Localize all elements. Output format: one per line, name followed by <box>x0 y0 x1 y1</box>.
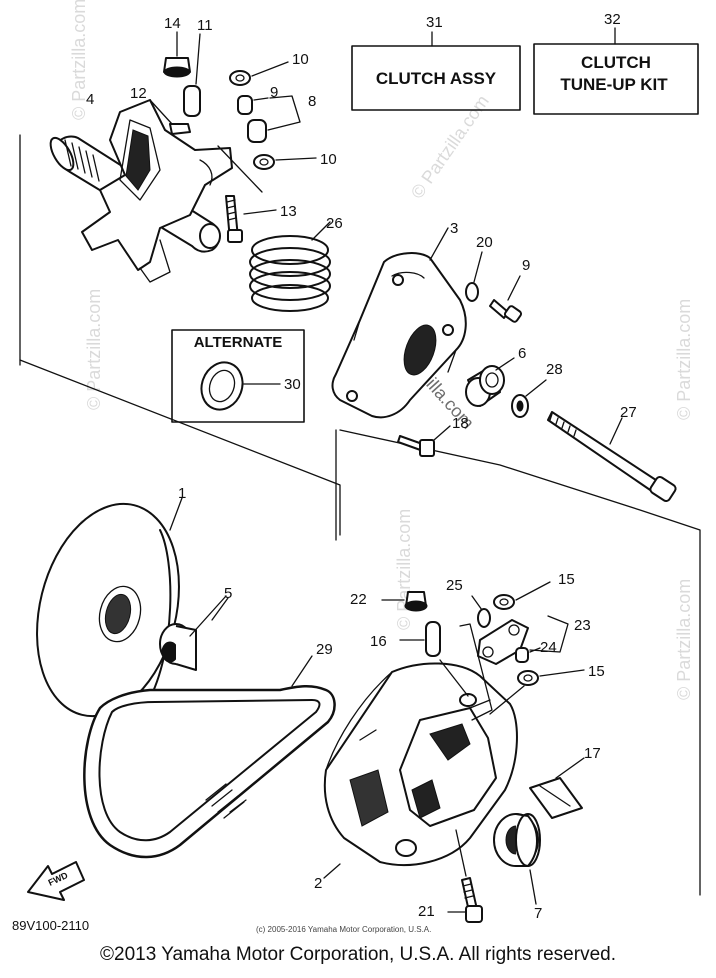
callout-30: 30 <box>284 376 301 393</box>
part-28-collar <box>511 379 547 418</box>
tuneup-kit-label-line2: TUNE-UP KIT <box>560 75 668 94</box>
part-10-leader <box>217 145 263 193</box>
part-9-bushing-bottom <box>247 119 267 143</box>
part-1-fixed-sheave <box>36 497 183 718</box>
callout-7: 7 <box>534 905 542 922</box>
part-6-bushing <box>465 357 515 407</box>
callout-numbers: 14 11 10 9 8 12 4 10 13 26 31 32 3 20 9 … <box>86 11 637 922</box>
callout-23: 23 <box>574 617 591 634</box>
callout-15-bottom: 15 <box>588 663 605 680</box>
part-11-pin <box>183 33 201 117</box>
part-18-bolt <box>397 425 451 457</box>
part-13-bolt <box>225 195 277 243</box>
part-20-washer <box>465 251 483 302</box>
callout-8: 8 <box>308 93 316 110</box>
part-25-roller <box>471 595 491 628</box>
callout-29: 29 <box>316 641 333 658</box>
callout-31: 31 <box>426 14 443 31</box>
callout-9-right: 9 <box>522 257 530 274</box>
part-16-pin <box>399 621 441 657</box>
part-15-washer-top <box>493 581 551 610</box>
watermark-text: © Partzilla.com <box>407 91 493 202</box>
part-27-long-bolt <box>547 411 677 503</box>
part-12-roller <box>149 99 191 135</box>
exploded-view-diagram: © Partzilla.com © Partzilla.com © Partzi… <box>12 0 701 934</box>
part-24-bushing <box>515 647 541 663</box>
callout-6: 6 <box>518 345 526 362</box>
part-5-bushing <box>159 595 229 671</box>
part-25-leader <box>459 623 493 721</box>
small-copyright: (c) 2005-2016 Yamaha Motor Corporation, … <box>256 925 431 934</box>
tuneup-kit-label-line1: CLUTCH <box>581 53 651 72</box>
callout-18: 18 <box>452 415 469 432</box>
alternate-box: ALTERNATE <box>171 329 305 423</box>
part-15-washer-bottom <box>517 669 585 686</box>
clutch-assy-label: CLUTCH ASSY <box>376 69 497 88</box>
callout-4: 4 <box>86 91 94 108</box>
callout-10-top: 10 <box>292 51 309 68</box>
callout-27: 27 <box>620 404 637 421</box>
callout-13: 13 <box>280 203 297 220</box>
callout-5: 5 <box>224 585 232 602</box>
watermark-text: © Partzilla.com <box>674 579 694 700</box>
callout-3: 3 <box>450 220 458 237</box>
part-17-slide-shoe <box>529 757 585 819</box>
part-15-leader <box>489 685 525 715</box>
part-7-bushing <box>493 813 541 905</box>
part-10-washer-bottom <box>253 154 317 170</box>
callout-12: 12 <box>130 85 147 102</box>
clutch-tuneup-kit-box: CLUTCH TUNE-UP KIT <box>533 27 699 115</box>
watermark-text: © Partzilla.com <box>84 289 104 410</box>
callout-21: 21 <box>418 903 435 920</box>
callout-28: 28 <box>546 361 563 378</box>
callout-1: 1 <box>178 485 186 502</box>
watermark-text: © Partzilla.com <box>69 0 89 120</box>
fwd-arrow-icon: FWD <box>27 861 85 901</box>
callout-14: 14 <box>164 15 181 32</box>
part-2-movable-sheave <box>323 662 518 879</box>
callout-20: 20 <box>476 234 493 251</box>
part-29-drive-belt <box>83 655 336 859</box>
part-9-bolt-right <box>489 275 522 323</box>
diagram-code: 89V100-2110 <box>12 918 89 933</box>
callout-2: 2 <box>314 875 322 892</box>
part-4-spider-shaft <box>49 99 233 283</box>
part-16-leader <box>439 659 469 697</box>
callout-16: 16 <box>370 633 387 650</box>
callout-26: 26 <box>326 215 343 232</box>
alternate-label: ALTERNATE <box>194 334 283 351</box>
watermark-text: © Partzilla.com <box>394 509 414 630</box>
part-10-washer-top <box>229 61 289 86</box>
footer-copyright: ©2013 Yamaha Motor Corporation, U.S.A. A… <box>100 944 616 965</box>
callout-25: 25 <box>446 577 463 594</box>
callout-15-top: 15 <box>558 571 575 588</box>
part-22-cap <box>381 591 428 612</box>
callout-22: 22 <box>350 591 367 608</box>
part-21-leader <box>455 829 467 877</box>
part-3-clutch-cover <box>331 227 467 419</box>
callout-24: 24 <box>540 639 557 656</box>
callout-9-top: 9 <box>270 84 278 101</box>
callout-10-bottom: 10 <box>320 151 337 168</box>
part-8-bracket-leader <box>267 95 301 131</box>
clutch-assy-box: CLUTCH ASSY <box>351 31 521 111</box>
part-14-cap <box>163 31 191 78</box>
callout-11: 11 <box>197 17 213 34</box>
callout-32: 32 <box>604 11 621 28</box>
watermark-text: © Partzilla.com <box>674 299 694 420</box>
part-9-bushing-top <box>237 95 269 115</box>
callout-17: 17 <box>584 745 601 762</box>
part-21-bolt <box>447 877 483 923</box>
part-26-spring <box>249 221 331 312</box>
